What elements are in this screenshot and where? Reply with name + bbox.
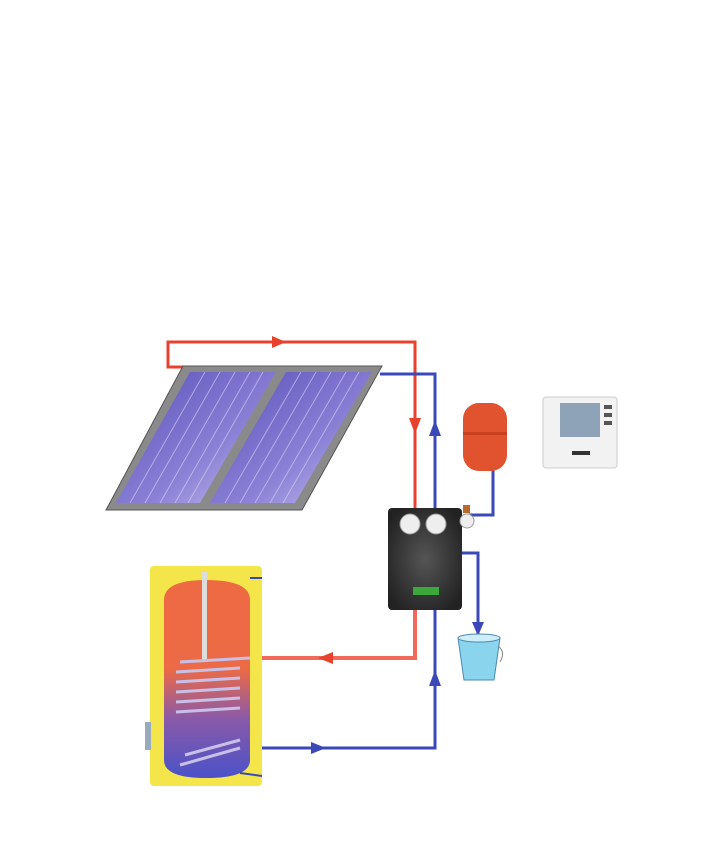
pump-label — [413, 587, 439, 595]
storage-tank — [145, 566, 263, 786]
thermometer-gauge — [425, 513, 447, 535]
arrow-right-icon — [272, 336, 286, 348]
arrow-down-icon — [409, 418, 421, 434]
arrow-down-icon — [472, 622, 484, 636]
pump-station — [388, 505, 475, 610]
arrow-up-icon — [429, 420, 441, 436]
expansion-vessel — [463, 403, 507, 471]
solar-collectors — [105, 365, 383, 511]
heat-exchanger-coil — [175, 656, 251, 767]
hot-flow-pipe — [166, 340, 417, 660]
drain-bucket — [457, 633, 504, 681]
pressure-gauge — [459, 513, 475, 529]
controller-display — [560, 403, 600, 437]
arrow-right-icon — [311, 742, 326, 754]
thermometer-gauge — [399, 513, 421, 535]
solar-controller — [542, 396, 618, 469]
controller-logo — [572, 451, 590, 455]
arrow-left-icon — [318, 652, 333, 664]
heating-rod — [202, 572, 207, 662]
arrow-up-icon — [429, 670, 441, 686]
flow-arrows — [272, 336, 484, 754]
